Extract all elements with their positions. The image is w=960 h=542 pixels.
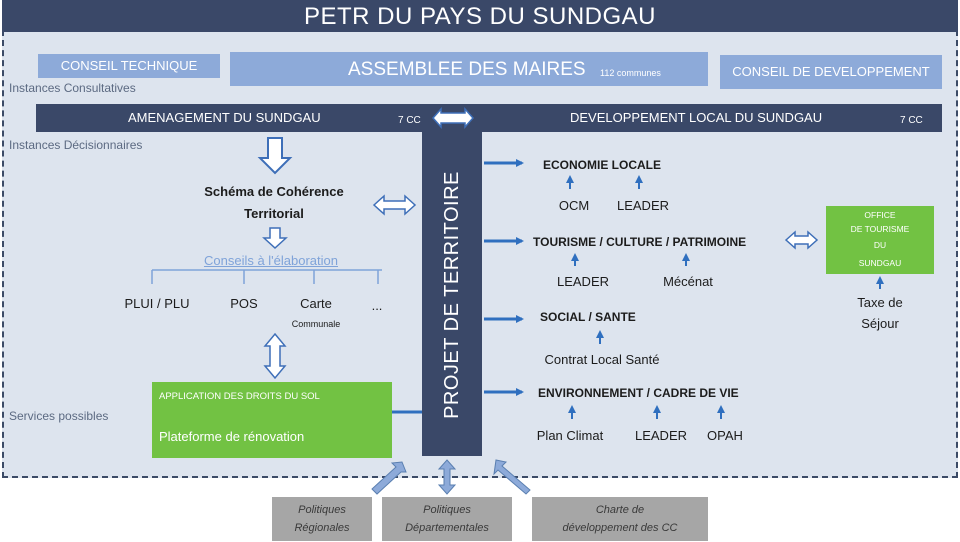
- charte-developpement-line2: développement des CC: [562, 522, 678, 534]
- section-tourisme-title: TOURISME / CULTURE / PATRIMOINE: [533, 235, 747, 249]
- conseils-elaboration-label: Conseils à l'élaboration: [203, 253, 338, 268]
- projet-territoire-column: [422, 104, 482, 456]
- conseil-developpement-label: CONSEIL DE DEVELOPPEMENT: [732, 64, 930, 79]
- taxe-line1: Taxe de: [857, 295, 903, 310]
- section-social-item-contrat: Contrat Local Santé: [544, 352, 660, 367]
- politiques-departementales-line1: Politiques: [423, 504, 471, 516]
- amenagement-cc-label: 7 CC: [398, 115, 421, 126]
- developpement-cc-label: 7 CC: [900, 115, 923, 126]
- section-environnement-item-opah: OPAH: [707, 428, 743, 443]
- section-environnement-item-plan-climat: Plan Climat: [536, 428, 604, 443]
- section-tourisme-item-leader: LEADER: [556, 274, 610, 289]
- section-economie-item-ocm: OCM: [558, 198, 590, 213]
- assemblee-box: ASSEMBLEE DES MAIRES 112 communes: [230, 52, 708, 86]
- charte-developpement-line1: Charte de: [595, 504, 645, 516]
- charte-developpement-box: Charte de développement des CC: [532, 497, 708, 541]
- conseil-developpement-box: CONSEIL DE DEVELOPPEMENT: [720, 55, 942, 89]
- scot-title-line2: Territorial: [244, 206, 304, 221]
- projet-territoire-label: PROJET DE TERRITOIRE: [441, 171, 463, 419]
- doc-pos: POS: [230, 296, 258, 311]
- services-possibles-label: Services possibles: [9, 409, 109, 423]
- section-tourisme-item-mecenat: Mécénat: [663, 274, 713, 289]
- conseil-technique-box: CONSEIL TECHNIQUE: [38, 54, 220, 78]
- office-line4: SUNDGAU: [858, 258, 902, 268]
- politiques-departementales-box: Politiques Départementales: [382, 497, 512, 541]
- diagram-title: PETR DU PAYS DU SUNDGAU: [2, 0, 958, 32]
- doc-plui: PLUI / PLU: [124, 296, 190, 311]
- developpement-bar: DEVELOPPEMENT LOCAL DU SUNDGAU 7 CC: [474, 104, 942, 132]
- doc-etc: ...: [371, 298, 383, 313]
- services-green-line2: Plateforme de rénovation: [159, 429, 305, 444]
- office-line2: DE TOURISME: [850, 224, 910, 234]
- politiques-regionales-line2: Régionales: [294, 522, 350, 534]
- instances-decisionnaires-label: Instances Décisionnaires: [9, 138, 143, 152]
- section-environnement-item-leader: LEADER: [634, 428, 688, 443]
- developpement-label: DEVELOPPEMENT LOCAL DU SUNDGAU: [570, 110, 823, 125]
- scot-title-line1: Schéma de Cohérence: [204, 184, 344, 199]
- politiques-regionales-line1: Politiques: [298, 504, 346, 516]
- instances-consultatives-label: Instances Consultatives: [9, 81, 136, 95]
- section-economie-item-leader: LEADER: [616, 198, 670, 213]
- amenagement-label: AMENAGEMENT DU SUNDGAU: [128, 110, 321, 125]
- assemblee-label: ASSEMBLEE DES MAIRES: [348, 59, 586, 80]
- section-environnement-title: ENVIRONNEMENT / CADRE DE VIE: [538, 386, 739, 400]
- office-tourisme-box: OFFICE DE TOURISME DU SUNDGAU: [826, 206, 934, 274]
- politiques-departementales-line2: Départementales: [405, 522, 489, 534]
- section-economie-title: ECONOMIE LOCALE: [543, 158, 662, 172]
- services-green-line1: APPLICATION DES DROITS DU SOL: [159, 391, 320, 402]
- services-green-box: APPLICATION DES DROITS DU SOL Plateforme…: [152, 382, 392, 458]
- office-line3: DU: [873, 240, 887, 250]
- taxe-line2: Séjour: [861, 316, 899, 331]
- amenagement-bar: AMENAGEMENT DU SUNDGAU 7 CC: [36, 104, 428, 132]
- office-line1: OFFICE: [864, 210, 896, 220]
- communes-label: 112 communes: [600, 68, 661, 78]
- doc-carte: Carte: [300, 296, 332, 311]
- politiques-regionales-box: Politiques Régionales: [272, 497, 372, 541]
- section-social-title: SOCIAL / SANTE: [540, 310, 636, 324]
- conseil-technique-label: CONSEIL TECHNIQUE: [60, 58, 198, 73]
- doc-carte-communale: Communale: [291, 319, 341, 329]
